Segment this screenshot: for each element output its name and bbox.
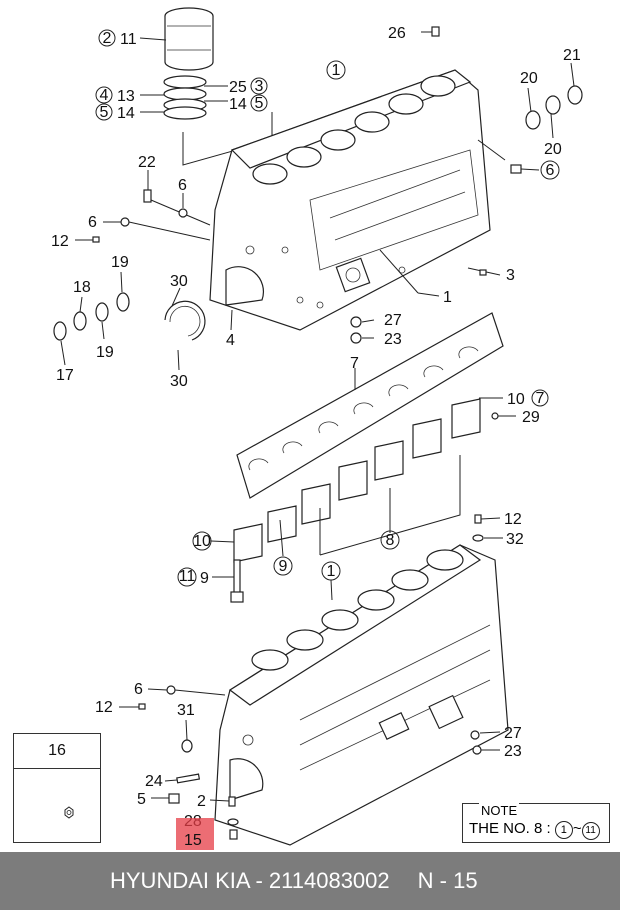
part-number-label: 4 bbox=[226, 332, 235, 349]
part-number-label: 6 bbox=[134, 681, 143, 698]
cylinder-liner-part bbox=[164, 7, 214, 71]
part-number-label: 12 bbox=[51, 233, 69, 250]
part-number-label: 23 bbox=[504, 743, 522, 760]
part-number-label: 14 bbox=[229, 96, 247, 113]
label-11-top: 2 11 bbox=[98, 29, 137, 48]
part-number-label: 11 bbox=[120, 31, 137, 48]
part-number-label-highlighted: 15 bbox=[184, 832, 202, 849]
circled-ref: 7 bbox=[536, 390, 545, 407]
exploded-parts-diagram: 2 11 26 1 21 20 20 25 3 4 13 14 5 5 14 2… bbox=[51, 7, 583, 846]
part-number-label: 30 bbox=[170, 373, 188, 390]
nut-icon bbox=[64, 806, 74, 819]
part-number-label: 32 bbox=[506, 531, 524, 548]
part-number-label: 14 bbox=[117, 105, 135, 122]
label-13: 4 13 bbox=[95, 86, 135, 105]
bearing-caps-part bbox=[233, 398, 481, 563]
label-1-lower: 1 bbox=[321, 561, 341, 581]
circled-ref: 5 bbox=[255, 95, 264, 112]
part-number-label: 1 bbox=[443, 289, 452, 306]
label-1-top: 1 bbox=[326, 60, 346, 80]
part-number-label: 10 bbox=[193, 533, 211, 550]
label-14-right: 14 5 bbox=[229, 94, 268, 113]
part-number-label: 20 bbox=[520, 70, 538, 87]
highlight-label-layer: 15 bbox=[184, 832, 202, 849]
label-6-circled: 6 bbox=[540, 160, 560, 180]
cylinder-block-upper bbox=[209, 69, 491, 331]
circled-range-to: 11 bbox=[581, 822, 600, 840]
part-number-label: 21 bbox=[563, 47, 581, 64]
part-number-label: 24 bbox=[145, 773, 163, 790]
part-16-box: 16 bbox=[13, 733, 101, 843]
bearing-panel-7 bbox=[236, 312, 504, 499]
circled-ref: 3 bbox=[255, 78, 264, 95]
part-number-label: 20 bbox=[544, 141, 562, 158]
circled-ref: 11 bbox=[179, 568, 196, 585]
part-number-label: 6 bbox=[178, 177, 187, 194]
note-text: THE NO. 8 : 1~11 bbox=[469, 820, 600, 840]
part-number-label: 25 bbox=[229, 79, 247, 96]
label-9-circled: 9 bbox=[273, 556, 293, 576]
part-number-label: 5 bbox=[137, 791, 146, 808]
part-number-label: 26 bbox=[388, 25, 406, 42]
part-number-label: 6 bbox=[88, 214, 97, 231]
part-number-label: 6 bbox=[546, 162, 555, 179]
label-25: 25 3 bbox=[229, 77, 268, 96]
part-number-label: 18 bbox=[73, 279, 91, 296]
part-number-label: 2 bbox=[197, 793, 206, 810]
circled-ref: 2 bbox=[103, 30, 112, 47]
part-number-label: 3 bbox=[506, 267, 515, 284]
part-number-label: 30 bbox=[170, 273, 188, 290]
cam-bushings-part bbox=[525, 85, 583, 130]
part-number-label: 13 bbox=[117, 88, 135, 105]
part-16-label: 16 bbox=[14, 734, 100, 769]
part-number-label: 12 bbox=[504, 511, 522, 528]
part-number-label: 7 bbox=[350, 355, 359, 372]
part-number-label: 17 bbox=[56, 367, 74, 384]
part-number-label: 22 bbox=[138, 154, 156, 171]
part-number-label: 29 bbox=[522, 409, 540, 426]
label-10-circled: 10 bbox=[192, 531, 212, 551]
label-14-left: 5 14 bbox=[95, 103, 135, 122]
range-separator: ~ bbox=[572, 820, 582, 837]
highlighted-part-marker[interactable] bbox=[176, 818, 214, 850]
footer-bar: HYUNDAI KIA - 2114083002 N - 15 bbox=[0, 852, 620, 910]
part-number-label: 19 bbox=[96, 344, 114, 361]
note-box: NOTE THE NO. 8 : 1~11 bbox=[462, 803, 610, 843]
circled-range-from: 1 bbox=[554, 821, 573, 839]
part-number-label: 19 bbox=[111, 254, 129, 271]
label-10-circled7: 10 7 bbox=[507, 389, 549, 408]
part-number-label: 31 bbox=[177, 702, 195, 719]
page-number: N - 15 bbox=[417, 868, 478, 893]
part-number-label: 23 bbox=[384, 331, 402, 348]
part-number-label: 10 bbox=[507, 391, 525, 408]
circled-ref: 4 bbox=[100, 87, 109, 104]
part-number-label: 12 bbox=[95, 699, 113, 716]
part-number-label: 8 bbox=[386, 532, 395, 549]
note-title: NOTE bbox=[479, 803, 520, 818]
part-number-label: 9 bbox=[200, 570, 209, 587]
part-number-label: 1 bbox=[327, 563, 336, 580]
part-number-label: 27 bbox=[384, 312, 402, 329]
piston-rings-part bbox=[163, 75, 207, 120]
note-body: THE NO. 8 : bbox=[469, 820, 551, 837]
part-number-label: 27 bbox=[504, 725, 522, 742]
part-number-label: 1 bbox=[332, 62, 341, 79]
circled-ref: 5 bbox=[100, 104, 109, 121]
label-11-9: 11 9 bbox=[177, 567, 209, 587]
crank-seal-bearings-part bbox=[53, 292, 130, 341]
part-reference: HYUNDAI KIA - 2114083002 bbox=[110, 868, 390, 893]
part-number-label: 9 bbox=[279, 558, 288, 575]
label-8-circled: 8 bbox=[380, 530, 400, 550]
cylinder-block-lower bbox=[214, 544, 509, 846]
